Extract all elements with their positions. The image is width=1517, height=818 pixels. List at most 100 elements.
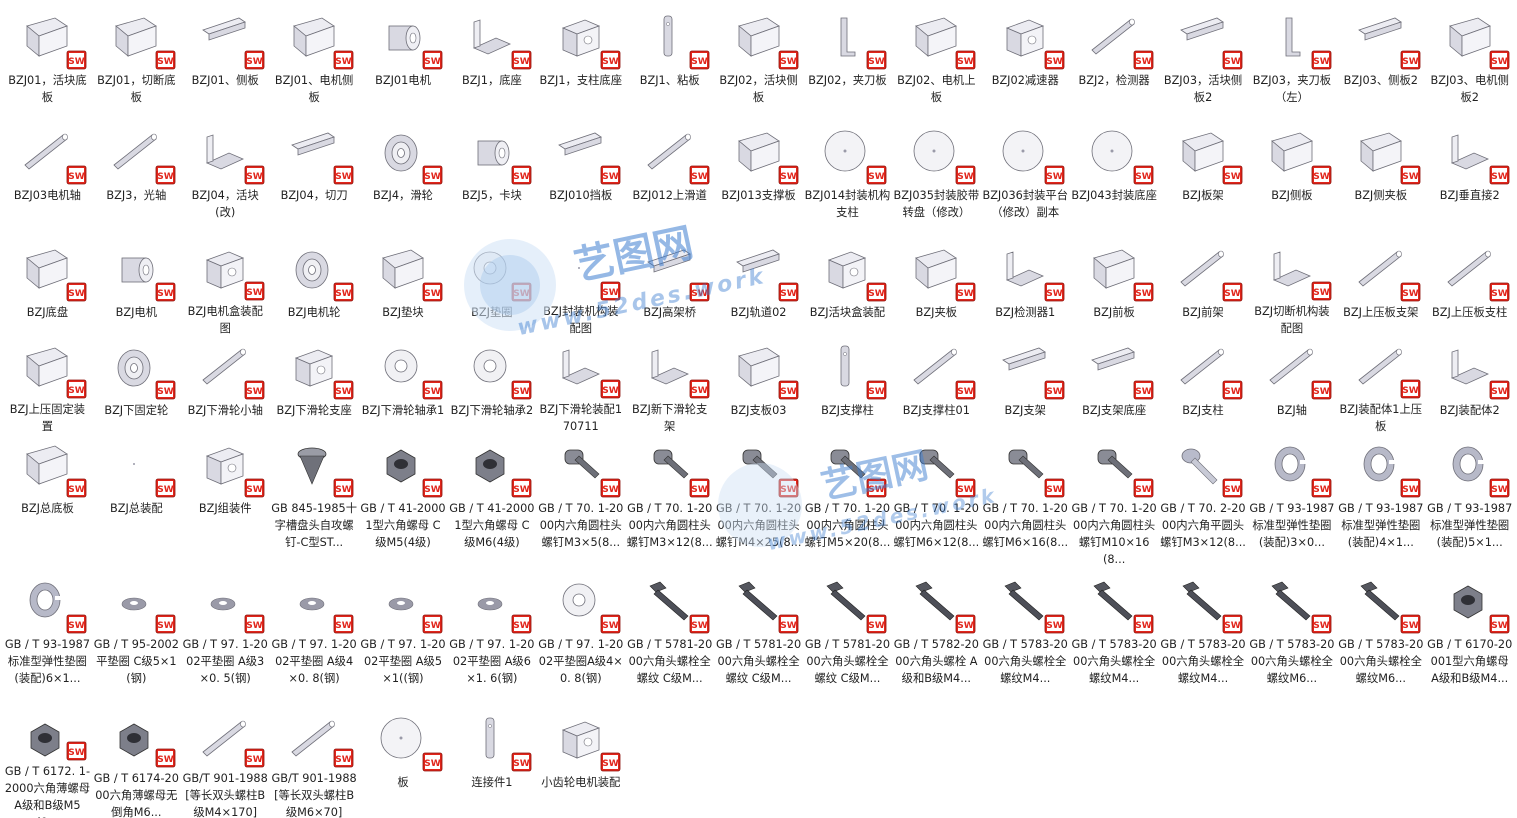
file-item[interactable]: SW BZJ012上滑道 bbox=[625, 121, 714, 238]
file-item[interactable]: SW GB / T 5783-2000六角头螺栓全螺纹M6... bbox=[1336, 570, 1425, 708]
file-item[interactable]: SW BZJ垫圈 bbox=[447, 238, 536, 336]
file-item[interactable]: SW BZJ02，夹刀板 bbox=[803, 6, 892, 121]
file-item[interactable]: SW GB / T 97. 1-2002平垫圈 A级5×1((钢) bbox=[359, 570, 448, 708]
file-item[interactable]: SW BZJ前架 bbox=[1159, 238, 1248, 336]
file-item[interactable]: SW GB / T 5781-2000六角头螺栓全螺纹 C级M... bbox=[714, 570, 803, 708]
file-item[interactable]: SW BZJ02，活块侧板 bbox=[714, 6, 803, 121]
file-item[interactable]: SW GB / T 6172. 1-2000六角薄螺母 A级和B级M5(0... bbox=[3, 708, 92, 818]
file-item[interactable]: SW GB 845-1985十字槽盘头自攻螺钉-C型ST... bbox=[270, 434, 359, 570]
file-item[interactable]: SW BZJ03，活块侧板2 bbox=[1159, 6, 1248, 121]
file-item[interactable]: SW BZJ垫块 bbox=[359, 238, 448, 336]
file-item[interactable]: SW BZJ电机轮 bbox=[270, 238, 359, 336]
file-item[interactable]: SW BZJ035封装胶带转盘（修改） bbox=[892, 121, 981, 238]
file-item[interactable]: SW BZJ013支撑板 bbox=[714, 121, 803, 238]
file-item[interactable]: SW BZJ电机 bbox=[92, 238, 181, 336]
file-item[interactable]: SW BZJ04，活块(改) bbox=[181, 121, 270, 238]
file-item[interactable]: SW BZJ板架 bbox=[1159, 121, 1248, 238]
file-item[interactable]: SW GB / T 5783-2000六角头螺栓全螺纹M6... bbox=[1247, 570, 1336, 708]
file-item[interactable]: SW GB / T 41-20001型六角螺母 C级M5(4级) bbox=[359, 434, 448, 570]
file-item[interactable]: SW BZJ1，底座 bbox=[447, 6, 536, 121]
file-item[interactable]: SW BZJ总底板 bbox=[3, 434, 92, 570]
file-item[interactable]: SW BZJ轨道02 bbox=[714, 238, 803, 336]
file-item[interactable]: SW BZJ侧夹板 bbox=[1336, 121, 1425, 238]
file-item[interactable]: SW GB / T 70. 1-2000内六角圆柱头螺钉M3×12(8... bbox=[625, 434, 714, 570]
file-item[interactable]: SW BZJ轴 bbox=[1247, 336, 1336, 434]
file-item[interactable]: SW BZJ装配体1上压板 bbox=[1336, 336, 1425, 434]
file-item[interactable]: SW GB / T 41-20001型六角螺母 C级M6(4级) bbox=[447, 434, 536, 570]
file-item[interactable]: SW BZJ切断机构装配图 bbox=[1247, 238, 1336, 336]
file-item[interactable]: SW 小齿轮电机装配 bbox=[536, 708, 625, 818]
file-item[interactable]: SW GB / T 97. 1-2002平垫圈 A级6×1. 6(钢) bbox=[447, 570, 536, 708]
file-item[interactable]: SW GB / T 70. 2-2000内六角平圆头螺钉M3×12(8... bbox=[1159, 434, 1248, 570]
file-item[interactable]: SW BZJ010挡板 bbox=[536, 121, 625, 238]
file-item[interactable]: SW BZJ下滑轮装配170711 bbox=[536, 336, 625, 434]
file-item[interactable]: SW BZJ1，支柱底座 bbox=[536, 6, 625, 121]
file-item[interactable]: SW BZJ支撑柱 bbox=[803, 336, 892, 434]
file-item[interactable]: SW BZJ高架桥 bbox=[625, 238, 714, 336]
file-item[interactable]: SW GB / T 70. 1-2000内六角圆柱头螺钉M4×25(8... bbox=[714, 434, 803, 570]
file-item[interactable]: SW BZJ支柱 bbox=[1159, 336, 1248, 434]
file-item[interactable]: SW BZJ支撑柱01 bbox=[892, 336, 981, 434]
file-item[interactable]: SW BZJ组装件 bbox=[181, 434, 270, 570]
file-item[interactable]: SW BZJ下滑轮轴承2 bbox=[447, 336, 536, 434]
file-item[interactable]: SW GB / T 5782-2000六角头螺栓 A级和B级M4... bbox=[892, 570, 981, 708]
file-item[interactable]: SW GB / T 93-1987标准型弹性垫圈(装配)5×1... bbox=[1425, 434, 1514, 570]
file-item[interactable]: SW GB / T 93-1987标准型弹性垫圈(装配)4×1... bbox=[1336, 434, 1425, 570]
file-item[interactable]: SW BZJ下滑轮小轴 bbox=[181, 336, 270, 434]
file-item[interactable]: SW BZJ04，切刀 bbox=[270, 121, 359, 238]
file-item[interactable]: SW BZJ底盘 bbox=[3, 238, 92, 336]
file-item[interactable]: SW GB / T 6174-2000六角薄螺母无倒角M6... bbox=[92, 708, 181, 818]
file-item[interactable]: SW GB / T 97. 1-2002平垫圈A级4×0. 8(钢) bbox=[536, 570, 625, 708]
file-item[interactable]: SW GB / T 93-1987标准型弹性垫圈(装配)3×0... bbox=[1247, 434, 1336, 570]
file-item[interactable]: SW BZJ装配体2 bbox=[1425, 336, 1514, 434]
file-item[interactable]: SW BZJ01，切断底板 bbox=[92, 6, 181, 121]
file-item[interactable]: SW GB / T 95-2002平垫圈 C级5×1(钢) bbox=[92, 570, 181, 708]
file-item[interactable]: SW BZJ支板03 bbox=[714, 336, 803, 434]
file-item[interactable]: SW BZJ侧板 bbox=[1247, 121, 1336, 238]
file-item[interactable]: SW GB/T 901-1988[等长双头螺柱B级M4×170] bbox=[181, 708, 270, 818]
file-item[interactable]: SW BZJ夹板 bbox=[892, 238, 981, 336]
file-item[interactable]: SW BZJ上压固定装置 bbox=[3, 336, 92, 434]
file-item[interactable]: SW 连接件1 bbox=[447, 708, 536, 818]
file-item[interactable]: SW BZJ上压板支架 bbox=[1336, 238, 1425, 336]
file-item[interactable]: SW BZJ01电机 bbox=[359, 6, 448, 121]
file-item[interactable]: SW BZJ01、电机侧板 bbox=[270, 6, 359, 121]
file-item[interactable]: SW BZJ新下滑轮支架 bbox=[625, 336, 714, 434]
file-item[interactable]: SW BZJ043封装底座 bbox=[1070, 121, 1159, 238]
file-item[interactable]: SW GB / T 70. 1-2000内六角圆柱头螺钉M10×16(8... bbox=[1070, 434, 1159, 570]
file-item[interactable]: SW BZJ03、侧板2 bbox=[1336, 6, 1425, 121]
file-item[interactable]: SW BZJ上压板支柱 bbox=[1425, 238, 1514, 336]
file-item[interactable]: SW GB/T 901-1988[等长双头螺柱B级M6×70] bbox=[270, 708, 359, 818]
file-item[interactable]: SW BZJ3，光轴 bbox=[92, 121, 181, 238]
file-item[interactable]: SW GB / T 93-1987标准型弹性垫圈(装配)6×1... bbox=[3, 570, 92, 708]
file-item[interactable]: SW BZJ1、粘板 bbox=[625, 6, 714, 121]
file-item[interactable]: SW GB / T 70. 1-2000内六角圆柱头螺钉M5×20(8... bbox=[803, 434, 892, 570]
file-item[interactable]: SW BZJ支架底座 bbox=[1070, 336, 1159, 434]
file-item[interactable]: SW BZJ03，夹刀板（左） bbox=[1247, 6, 1336, 121]
file-item[interactable]: SW BZJ检测器1 bbox=[981, 238, 1070, 336]
file-item[interactable]: SW BZJ5，卡块 bbox=[447, 121, 536, 238]
file-item[interactable]: SW BZJ01，活块底板 bbox=[3, 6, 92, 121]
file-item[interactable]: SW BZJ02、电机上板 bbox=[892, 6, 981, 121]
file-item[interactable]: SW BZJ4，滑轮 bbox=[359, 121, 448, 238]
file-item[interactable]: SW BZJ垂直接2 bbox=[1425, 121, 1514, 238]
file-item[interactable]: SW BZJ014封装机构支柱 bbox=[803, 121, 892, 238]
file-item[interactable]: SW BZJ支架 bbox=[981, 336, 1070, 434]
file-item[interactable]: SW BZJ电机盒装配图 bbox=[181, 238, 270, 336]
file-item[interactable]: SW GB / T 97. 1-2002平垫圈 A级4×0. 8(钢) bbox=[270, 570, 359, 708]
file-item[interactable]: SW GB / T 5781-2000六角头螺栓全螺纹 C级M... bbox=[803, 570, 892, 708]
file-item[interactable]: SW GB / T 70. 1-2000内六角圆柱头螺钉M6×12(8... bbox=[892, 434, 981, 570]
file-item[interactable]: SW GB / T 5783-2000六角头螺栓全螺纹M4... bbox=[981, 570, 1070, 708]
file-item[interactable]: SW BZJ036封装平台（修改）副本 bbox=[981, 121, 1070, 238]
file-item[interactable]: SW GB / T 70. 1-2000内六角圆柱头螺钉M3×5(8... bbox=[536, 434, 625, 570]
file-item[interactable]: SW BZJ前板 bbox=[1070, 238, 1159, 336]
file-item[interactable]: SW BZJ下滑轮支座 bbox=[270, 336, 359, 434]
file-item[interactable]: SW BZJ下固定轮 bbox=[92, 336, 181, 434]
file-item[interactable]: SW BZJ下滑轮轴承1 bbox=[359, 336, 448, 434]
file-item[interactable]: SW GB / T 70. 1-2000内六角圆柱头螺钉M6×16(8... bbox=[981, 434, 1070, 570]
file-item[interactable]: SW BZJ03、电机侧板2 bbox=[1425, 6, 1514, 121]
file-item[interactable]: SW BZJ02减速器 bbox=[981, 6, 1070, 121]
file-item[interactable]: SW BZJ总装配 bbox=[92, 434, 181, 570]
file-item[interactable]: SW GB / T 5783-2000六角头螺栓全螺纹M4... bbox=[1070, 570, 1159, 708]
file-item[interactable]: SW GB / T 5783-2000六角头螺栓全螺纹M4... bbox=[1159, 570, 1248, 708]
